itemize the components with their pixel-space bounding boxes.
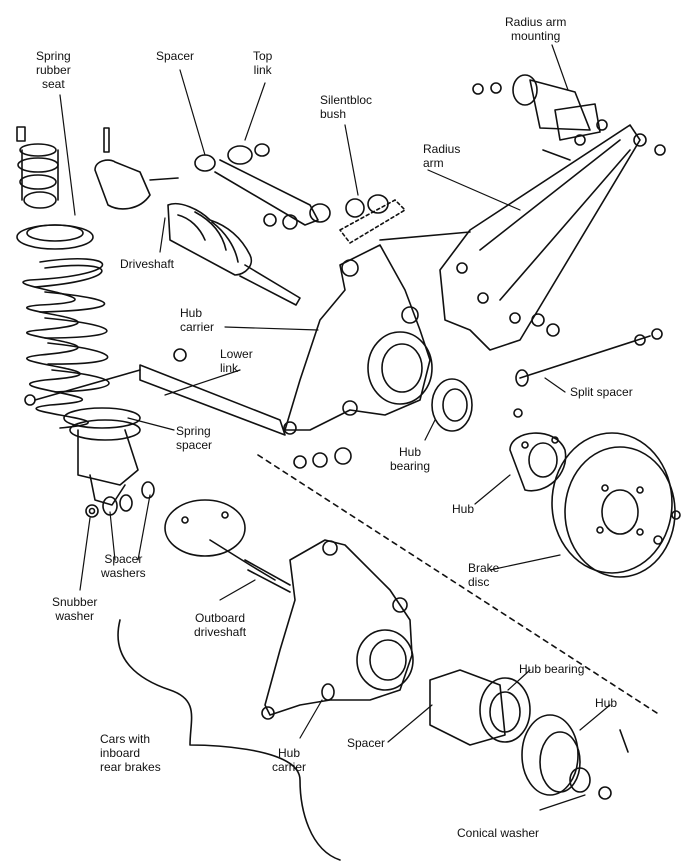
silentbloc-bush-part <box>339 194 406 244</box>
hub-lower-part <box>521 714 629 800</box>
section-divider <box>257 454 661 716</box>
label-hub-lower: Hub <box>595 696 618 710</box>
lower-link-bushes <box>293 447 352 469</box>
outboard-driveshaft-part <box>164 499 291 593</box>
split-spacer-part <box>515 328 663 387</box>
radius-arm-bolt <box>379 231 471 241</box>
hub-upper-part <box>509 432 567 492</box>
brake-disc-part <box>551 432 681 578</box>
label-spacer-lower: Spacer <box>347 736 386 750</box>
spring-damper-assembly <box>16 126 141 506</box>
radius-arm-mounting-part <box>472 74 608 161</box>
label-split-spacer: Split spacer <box>570 385 633 399</box>
inboard-brace <box>117 619 341 861</box>
lower-spacer-bearing-part <box>429 669 531 746</box>
label-hub-bearing-lower: Hub bearing <box>519 662 585 676</box>
label-spacer-top: Spacer <box>156 49 195 63</box>
hub-carrier-lower-part <box>261 539 414 720</box>
label-hub-upper: Hub <box>452 502 475 516</box>
label-conical-washer: Conical washer <box>457 826 540 840</box>
driveshaft-part <box>94 127 301 306</box>
top-link-part <box>194 143 331 230</box>
lower-link-part <box>24 348 286 436</box>
radius-arm-part <box>439 124 666 351</box>
snubber-washers <box>85 481 155 518</box>
leader-lines <box>59 44 611 811</box>
hub-carrier-upper-part <box>283 244 433 435</box>
label-driveshaft: Driveshaft <box>120 257 175 271</box>
hub-bearing-upper-part <box>431 378 523 432</box>
